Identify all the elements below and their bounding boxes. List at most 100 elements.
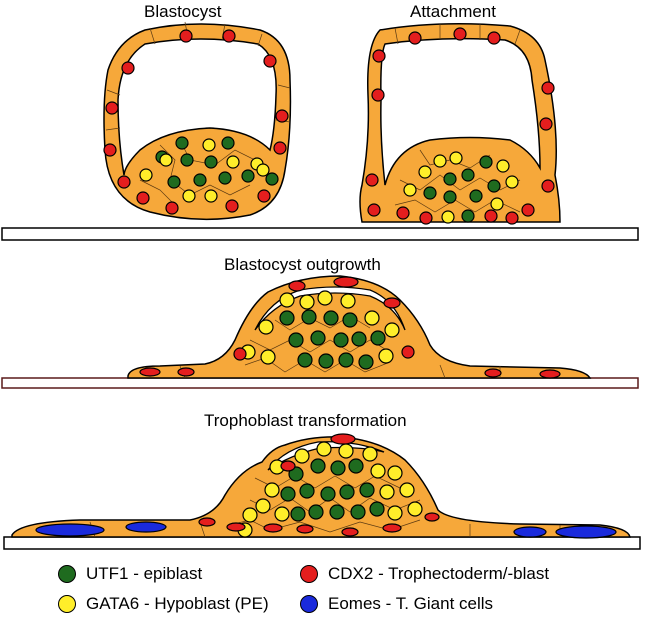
trophectoderm-cell bbox=[179, 29, 193, 43]
epiblast-cell bbox=[348, 458, 364, 474]
epiblast-cell bbox=[290, 506, 306, 522]
epiblast-cell bbox=[323, 310, 339, 326]
trophectoderm-cell bbox=[105, 101, 119, 115]
trophectoderm-cell bbox=[541, 81, 555, 95]
legend-trophectoderm-label: CDX2 - Trophectoderm/-blast bbox=[328, 564, 550, 583]
hypoblast-cell bbox=[490, 197, 504, 211]
epiblast-cell bbox=[330, 460, 346, 476]
giant-cell bbox=[555, 525, 617, 539]
trophectoderm-cell bbox=[484, 209, 498, 223]
trophectoderm-cell bbox=[225, 199, 239, 213]
epiblast-cell bbox=[301, 309, 317, 325]
substrate-plate-1 bbox=[1, 227, 639, 241]
trophectoderm-cell bbox=[521, 203, 535, 217]
hypoblast-cell bbox=[378, 348, 394, 364]
trophectoderm-cell bbox=[453, 27, 467, 41]
trophectoderm-cell bbox=[383, 297, 401, 309]
hypoblast-cell bbox=[340, 293, 356, 309]
trophectoderm-cell bbox=[541, 179, 555, 193]
trophectoderm-cell bbox=[382, 523, 402, 533]
hypoblast-cell bbox=[505, 175, 519, 189]
legend-epiblast: UTF1 - epiblast bbox=[58, 564, 202, 584]
substrate-plate-3 bbox=[3, 536, 641, 550]
substrate-plate-2 bbox=[1, 377, 639, 389]
cell-layer bbox=[35, 27, 617, 539]
hypoblast-cell bbox=[338, 443, 354, 459]
hypoblast-cell bbox=[362, 446, 378, 462]
epiblast-cell bbox=[204, 155, 218, 169]
title-blastocyst: Blastocyst bbox=[144, 2, 222, 21]
transformation-mass bbox=[11, 436, 631, 538]
epiblast-cell bbox=[265, 172, 279, 186]
trophectoderm-cell bbox=[539, 369, 561, 379]
hypoblast-cell bbox=[317, 290, 333, 306]
hypoblast-cell bbox=[449, 151, 463, 165]
legend-hypoblast: GATA6 - Hypoblast (PE) bbox=[58, 594, 269, 614]
hypoblast-cell bbox=[294, 448, 310, 464]
trophectoderm-cell bbox=[372, 49, 386, 63]
giant-cell bbox=[35, 523, 105, 537]
hypoblast-cell bbox=[407, 501, 423, 517]
epiblast-cell bbox=[218, 171, 232, 185]
epiblast-cell bbox=[308, 504, 324, 520]
epiblast-cell bbox=[297, 352, 313, 368]
hypoblast-cell bbox=[204, 189, 218, 203]
epiblast-cell bbox=[369, 501, 385, 517]
trophectoderm-cell bbox=[505, 211, 519, 225]
epiblast-cell bbox=[329, 504, 345, 520]
attachment-stage bbox=[359, 23, 561, 223]
epiblast-cell bbox=[423, 186, 437, 200]
trophectoderm-cell bbox=[275, 109, 289, 123]
trophectoderm-cell bbox=[226, 522, 246, 532]
trophectoderm-cell bbox=[233, 347, 247, 361]
epiblast-cell bbox=[338, 352, 354, 368]
hypoblast-cell bbox=[260, 349, 276, 365]
hypoblast-cell bbox=[182, 189, 196, 203]
trophectoderm-cell bbox=[365, 173, 379, 187]
epiblast-cell bbox=[339, 484, 355, 500]
hypoblast-cell bbox=[279, 292, 295, 308]
epiblast-cell bbox=[469, 189, 483, 203]
trophectoderm-cell bbox=[280, 460, 296, 472]
trophectoderm-cell bbox=[330, 433, 356, 445]
hypoblast-cell bbox=[264, 482, 280, 498]
trophectoderm-cell bbox=[177, 367, 195, 377]
hypoblast-cell bbox=[370, 463, 386, 479]
hypoblast-cell bbox=[242, 507, 258, 523]
hypoblast-cell bbox=[364, 310, 380, 326]
epiblast-cell bbox=[333, 332, 349, 348]
epiblast-cell bbox=[241, 169, 255, 183]
hypoblast-cell bbox=[496, 159, 510, 173]
epiblast-cell bbox=[350, 504, 366, 520]
hypoblast-cell bbox=[433, 154, 447, 168]
hypoblast-cell bbox=[258, 319, 274, 335]
epiblast-cell bbox=[487, 179, 501, 193]
epiblast-cell bbox=[443, 190, 457, 204]
epiblast-cell bbox=[280, 486, 296, 502]
trophectoderm-cell bbox=[103, 143, 117, 157]
legend-giant-cells-label: Eomes - T. Giant cells bbox=[328, 594, 494, 613]
epiblast-cell bbox=[167, 175, 181, 189]
epiblast-cell bbox=[180, 153, 194, 167]
trophectoderm-cell bbox=[198, 517, 216, 527]
hypoblast-swatch-icon bbox=[58, 595, 76, 613]
trophectoderm-cell bbox=[121, 61, 135, 75]
hypoblast-cell bbox=[384, 322, 400, 338]
hypoblast-cell bbox=[399, 482, 415, 498]
attachment-cavity bbox=[380, 37, 541, 186]
epiblast-cell bbox=[461, 168, 475, 182]
blastocyst-cavity bbox=[117, 38, 277, 176]
hypoblast-cell bbox=[387, 505, 403, 521]
epiblast-cell bbox=[175, 136, 189, 150]
trophectoderm-cell bbox=[408, 31, 422, 45]
trophectoderm-cell bbox=[296, 524, 314, 534]
trophectoderm-cell bbox=[136, 191, 150, 205]
epiblast-cell bbox=[318, 353, 334, 369]
trophectoderm-cell bbox=[333, 276, 359, 288]
epiblast-cell bbox=[358, 354, 374, 370]
trophectoderm-cell bbox=[484, 368, 502, 378]
epiblast-cell bbox=[193, 173, 207, 187]
hypoblast-cell bbox=[159, 153, 173, 167]
